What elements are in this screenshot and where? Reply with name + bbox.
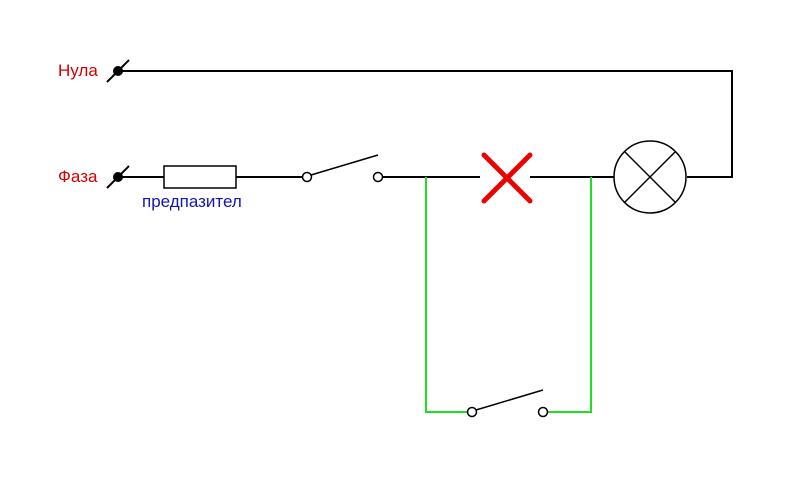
lamp-icon (613, 140, 687, 214)
phase-label: Фаза (58, 167, 98, 186)
neutral-terminal-icon (106, 59, 130, 83)
neutral-wire (118, 70, 733, 178)
main-switch-icon (301, 154, 384, 183)
cross-mark-icon (481, 152, 533, 204)
neutral-label: Нула (58, 61, 98, 80)
fuse-label: предпазител (142, 192, 242, 211)
fuse-icon (163, 165, 237, 189)
bypass-wire (425, 177, 592, 413)
bypass-switch-icon (466, 389, 549, 418)
